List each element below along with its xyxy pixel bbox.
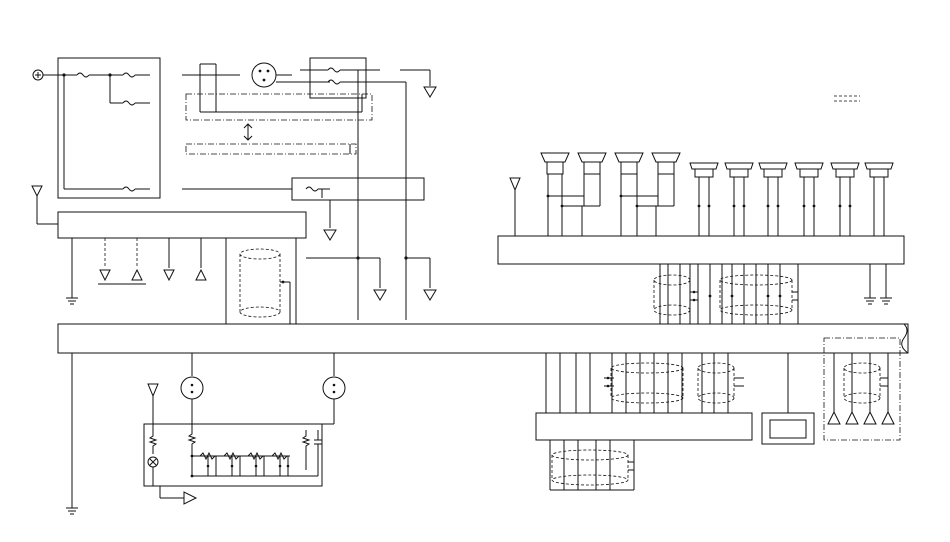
main-harness-bus (57, 323, 909, 354)
double-arrow-icon (243, 123, 253, 141)
speaker-icon (724, 162, 754, 236)
relay-box (309, 57, 367, 99)
ground-icon (373, 289, 387, 301)
shielded-cable-icon (610, 362, 684, 404)
speaker-icon (689, 162, 719, 236)
harness-bundle (185, 93, 373, 121)
tweeter-group (689, 162, 894, 236)
fuse-icon (327, 67, 341, 85)
triangle-up-icon (195, 268, 207, 281)
shielded-cable-icon (653, 274, 691, 316)
fuse-icon (305, 186, 319, 192)
lamp-icon (147, 456, 159, 468)
resistor-icon (148, 430, 158, 454)
ground-icon (66, 297, 78, 305)
speaker-icon (614, 152, 644, 236)
shielded-cable-icon (697, 362, 735, 404)
switch-panel (143, 423, 323, 487)
display-unit (761, 412, 815, 445)
fuse-icon (76, 72, 90, 78)
fuse-icon (122, 72, 136, 78)
speaker-icon (577, 152, 607, 206)
shielded-cable-icon (843, 362, 881, 404)
shielded-cable-icon (239, 248, 281, 318)
ground-icon (66, 507, 78, 515)
display-screen (769, 419, 807, 439)
legend-marker (834, 95, 860, 102)
speaker-icon (830, 162, 860, 236)
amplifier-unit (497, 235, 905, 265)
control-module-left (57, 211, 307, 239)
connector-icon (251, 62, 277, 88)
resistor-icon (187, 430, 197, 456)
ground-icon (323, 229, 337, 241)
speaker-icon (864, 162, 894, 236)
lower-harness-wires (545, 353, 729, 413)
capacitor-icon (314, 430, 322, 476)
ground-icon (163, 269, 175, 282)
fuse-icon (122, 100, 136, 106)
resistor-icon (301, 430, 311, 470)
shielded-cable-icon (551, 449, 629, 486)
shielded-cable-icon (719, 274, 793, 316)
sub-harness-group (823, 337, 901, 441)
speaker-icon (758, 162, 788, 236)
harness-bundle (185, 143, 357, 155)
ground-icon (423, 86, 437, 98)
switch-icon (247, 451, 265, 476)
antenna-icon (31, 185, 43, 224)
triangle-up-icon (131, 268, 143, 281)
speaker-icon (651, 152, 681, 206)
switch-ladder (199, 451, 290, 476)
speaker-icon (794, 162, 824, 236)
fuse-icon (122, 186, 136, 192)
switch-icon (199, 451, 217, 476)
antenna-icon (147, 383, 159, 430)
ground-icon (183, 491, 198, 505)
connector-icon (180, 376, 204, 400)
ground-icon (423, 289, 437, 301)
switch-icon (223, 451, 241, 476)
speaker-icon (540, 152, 570, 236)
fuse-relay-block (291, 177, 425, 201)
audio-head-unit (535, 412, 753, 441)
battery-positive-icon (32, 69, 44, 81)
connector-icon (322, 376, 346, 400)
ground-icon (864, 297, 892, 305)
antenna-icon (509, 177, 521, 236)
ground-icon (99, 269, 111, 282)
triangle-up-icon (827, 410, 895, 425)
fuse-box (57, 57, 161, 199)
